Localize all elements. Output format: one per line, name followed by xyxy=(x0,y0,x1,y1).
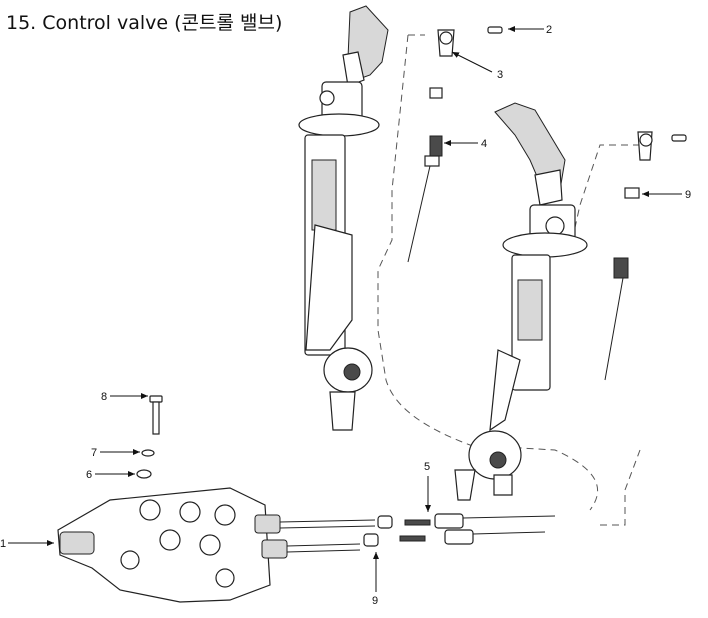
svg-text:8: 8 xyxy=(101,391,107,403)
callout-3: 3 xyxy=(451,51,503,81)
left-joystick-lever xyxy=(298,5,389,431)
right-rod-end-and-cable xyxy=(604,131,687,381)
left-rod-end-and-cable xyxy=(407,26,503,263)
svg-text:9: 9 xyxy=(372,595,378,607)
callout-9a: 9 xyxy=(642,189,691,201)
svg-text:7: 7 xyxy=(91,447,97,459)
bolt-washer-stack xyxy=(136,395,163,479)
callout-8: 8 xyxy=(101,391,148,403)
svg-text:4: 4 xyxy=(481,138,487,150)
callout-2: 2 xyxy=(508,24,552,36)
callout-9b: 9 xyxy=(372,552,379,607)
control-valve-body xyxy=(57,487,288,603)
svg-text:1: 1 xyxy=(0,538,6,550)
diagram-title: 15. Control valve (콘트롤 밸브) xyxy=(6,12,283,34)
part-callouts: 1 2 3 4 5 6 7 8 xyxy=(0,24,691,607)
right-joystick-lever xyxy=(454,102,588,501)
svg-text:3: 3 xyxy=(497,69,503,81)
callout-7: 7 xyxy=(91,447,140,459)
svg-text:6: 6 xyxy=(86,469,92,481)
callout-5: 5 xyxy=(424,461,431,512)
callout-1: 1 xyxy=(0,538,54,550)
svg-text:5: 5 xyxy=(424,461,430,473)
callout-6: 6 xyxy=(86,469,135,481)
valve-spools-and-cables xyxy=(279,513,556,553)
svg-text:9: 9 xyxy=(685,189,691,201)
callout-4: 4 xyxy=(444,138,487,150)
svg-text:2: 2 xyxy=(546,24,552,36)
